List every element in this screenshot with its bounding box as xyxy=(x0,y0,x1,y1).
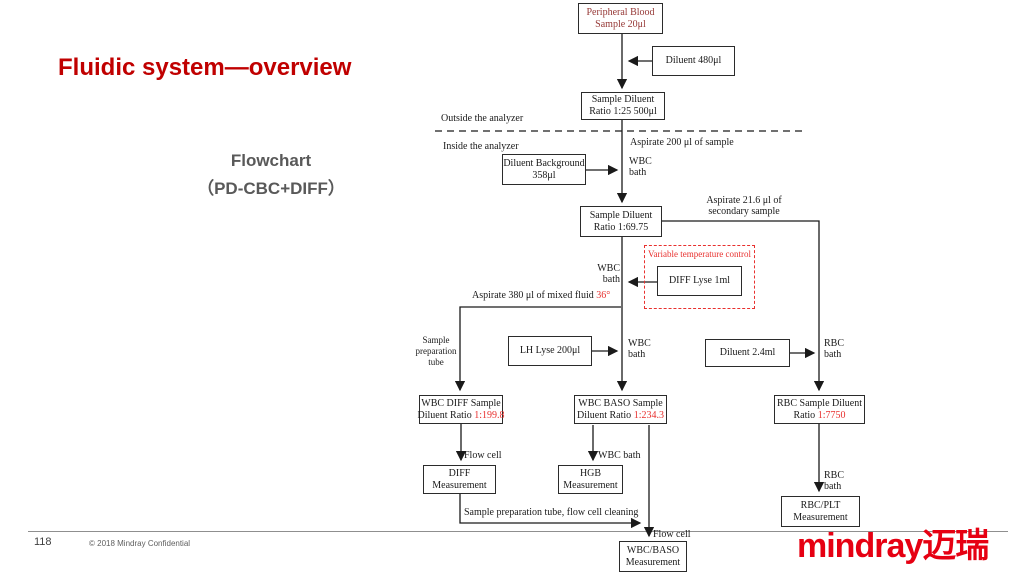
box-sample-diluent-1-6975: Sample Diluent Ratio 1:69.75 xyxy=(580,206,662,237)
box-text: Ratio 1:69.75 xyxy=(593,221,649,233)
label-wbc-bath-hgb: WBC bath xyxy=(598,450,641,461)
box-sample-diluent-1-25: Sample Diluent Ratio 1:25 500μl xyxy=(581,92,665,120)
box-text: RBC Sample Diluent xyxy=(777,397,862,409)
box-text: RBC/PLT xyxy=(800,499,841,511)
box-text: Measurement xyxy=(563,479,618,491)
box-diluent-background: Diluent Background 358μl xyxy=(502,154,586,185)
label-line: preparation xyxy=(415,346,457,356)
page-number: 118 xyxy=(34,536,52,548)
label-line: bath xyxy=(629,167,647,178)
box-text: Diluent 2.4ml xyxy=(719,347,776,358)
label-aspirate-380: Aspirate 380 μl of mixed fluid 36° xyxy=(472,290,610,301)
box-rbc-plt-measurement: RBC/PLT Measurement xyxy=(781,496,860,527)
label-line: RBC xyxy=(824,470,845,481)
box-text: DIFF Lyse 1ml xyxy=(668,275,731,286)
box-text: WBC/BASO xyxy=(626,544,680,556)
label-wbc-bath-lyse: WBC bath xyxy=(628,338,651,360)
box-text: Sample Diluent xyxy=(589,209,653,221)
box-text: Peripheral Blood xyxy=(586,6,655,18)
label-aspirate-200: Aspirate 200 μl of sample xyxy=(630,137,734,148)
ratio-prefix: Ratio xyxy=(793,409,818,421)
label-line: WBC xyxy=(629,156,652,167)
ratio-value: 1:7750 xyxy=(817,409,846,421)
label-line: RBC xyxy=(824,338,845,349)
box-text: WBC DIFF Sample xyxy=(421,397,501,409)
label-rbc-bath-bottom: RBC bath xyxy=(824,470,844,492)
box-text: DIFF xyxy=(448,467,471,479)
ratio-value: 1:234.3 xyxy=(633,409,664,421)
box-text: Sample Diluent xyxy=(591,94,655,105)
box-text: LH Lyse 200μl xyxy=(519,345,581,356)
box-diff-lyse: DIFF Lyse 1ml xyxy=(657,266,742,296)
label-outside-analyzer: Outside the analyzer xyxy=(441,113,524,124)
label-cleaning: Sample preparation tube, flow cell clean… xyxy=(464,507,639,518)
footer-divider xyxy=(28,531,1008,532)
label-line: Aspirate 21.6 μl of xyxy=(706,195,782,206)
box-wbc-baso-sample: WBC BASO Sample Diluent Ratio 1:234.3 xyxy=(574,395,667,424)
box-diluent-480: Diluent 480μl xyxy=(652,46,735,76)
ratio-prefix: Diluent Ratio xyxy=(577,409,634,421)
ratio-prefix: Diluent Ratio xyxy=(417,409,475,421)
box-text: Ratio 1:7750 xyxy=(794,410,846,422)
label-line: WBC xyxy=(597,263,620,274)
box-text: Diluent Ratio 1:234.3 xyxy=(577,410,664,422)
label-line: secondary sample xyxy=(708,206,780,217)
label-flow-cell-diff: Flow cell xyxy=(464,450,502,461)
mindray-logo: mindray迈瑞 xyxy=(797,527,989,565)
label-inside-analyzer: Inside the analyzer xyxy=(443,141,519,152)
box-text: Ratio 1:25 500μl xyxy=(589,106,657,117)
box-text: HGB xyxy=(579,467,602,479)
box-text: Measurement xyxy=(793,511,848,523)
label-line: WBC xyxy=(628,338,651,349)
box-diluent-24: Diluent 2.4ml xyxy=(705,339,790,367)
label-flow-cell-baso: Flow cell xyxy=(653,529,691,540)
label-line: tube xyxy=(428,357,444,367)
label-line: Sample xyxy=(422,335,450,345)
box-text: Diluent Background xyxy=(503,157,585,169)
subtitle-mode: （PD-CBC+DIFF） xyxy=(197,179,345,198)
variable-temp-region: Variable temperature control xyxy=(644,245,755,309)
box-peripheral-blood: Peripheral Blood Sample 20μl xyxy=(578,3,663,34)
box-wbc-baso-measurement: WBC/BASO Measurement xyxy=(619,541,687,572)
subtitle-flowchart: Flowchart xyxy=(230,151,312,170)
label-line: bath xyxy=(602,274,620,285)
label-line: Aspirate 380 μl of mixed fluid xyxy=(472,290,597,301)
ratio-value: 1:199.8 xyxy=(474,409,505,421)
label-sample-prep-tube: Sample preparation tube xyxy=(408,335,464,368)
box-text: Sample 20μl xyxy=(595,18,646,30)
box-text: Measurement xyxy=(432,479,487,491)
temp-value: 36° xyxy=(596,290,611,301)
label-line: bath xyxy=(824,481,842,492)
box-wbc-diff-sample: WBC DIFF Sample Diluent Ratio 1:199.8 xyxy=(418,395,505,424)
box-text: 358μl xyxy=(532,169,556,181)
label-rbc-bath-top: RBC bath xyxy=(824,338,844,360)
variable-temp-label: Variable temperature control xyxy=(648,249,751,259)
label-aspirate-216: Aspirate 21.6 μl of secondary sample xyxy=(700,195,788,217)
box-text: Diluent 480μl xyxy=(665,55,722,66)
label-wbc-bath-top: WBC bath xyxy=(629,156,652,178)
box-lh-lyse: LH Lyse 200μl xyxy=(508,336,592,366)
box-text: WBC BASO Sample xyxy=(578,397,663,409)
label-line: bath xyxy=(824,349,842,360)
page-title: Fluidic system—overview xyxy=(58,54,352,81)
label-wbc-bath-mid: WBC bath xyxy=(597,263,620,285)
box-text: Diluent Ratio 1:199.8 xyxy=(418,410,505,422)
copyright-text: © 2018 Mindray Confidential xyxy=(89,539,191,548)
box-text: Measurement xyxy=(625,556,681,568)
label-line: bath xyxy=(628,349,646,360)
box-diff-measurement: DIFF Measurement xyxy=(423,465,496,494)
box-hgb-measurement: HGB Measurement xyxy=(558,465,623,494)
box-rbc-sample-diluent: RBC Sample Diluent Ratio 1:7750 xyxy=(774,395,865,424)
slide-subtitle: Flowchart （PD-CBC+DIFF） xyxy=(141,147,401,203)
